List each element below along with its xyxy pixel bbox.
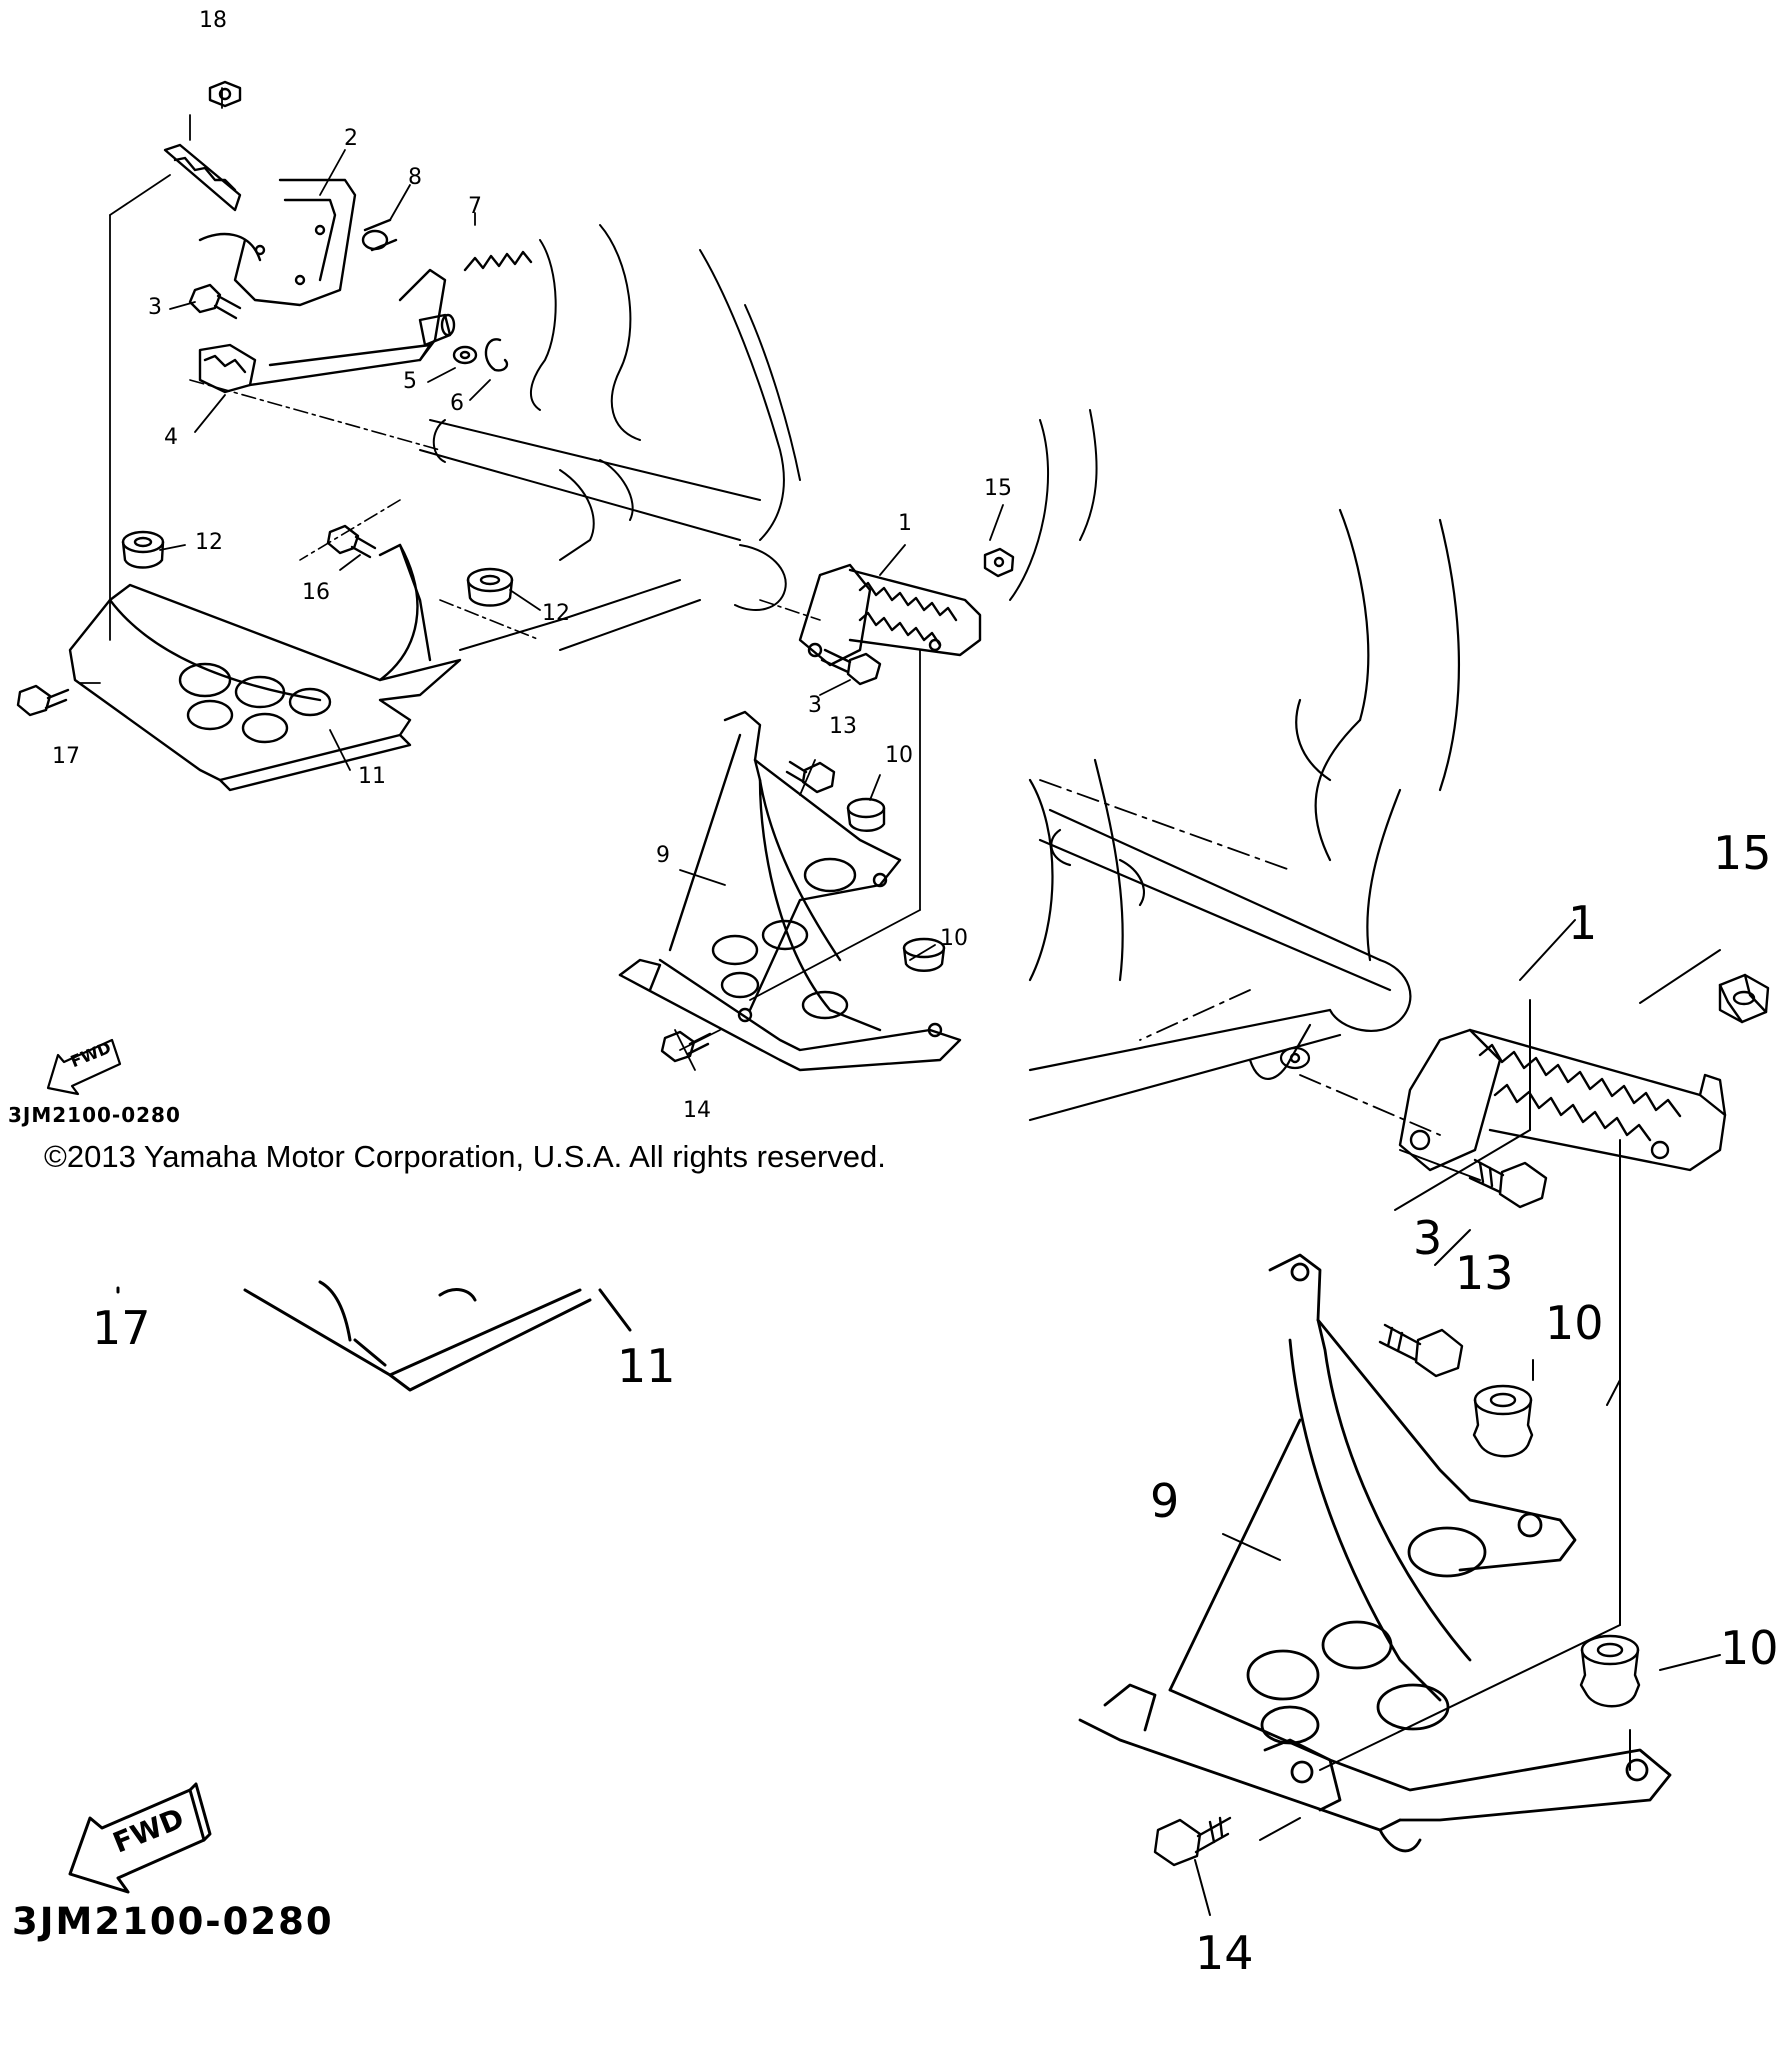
callout-9-overview: 9 (656, 843, 670, 868)
part-15-nut-zoom (1718, 973, 1770, 1024)
callout-12-overview-b: 12 (542, 601, 570, 626)
part-9-bracket-zoom (1078, 1253, 1672, 1853)
part-1-footpeg-zoom (1289, 1028, 1727, 1172)
part-14-bolt-zoom (1153, 1816, 1232, 1867)
part-10-grommet-zoom-a (1472, 1384, 1534, 1458)
callout-3-zoom: 3 (1413, 1211, 1443, 1265)
zoom-right-leaders (1194, 919, 1721, 1916)
callout-11-overview: 11 (358, 764, 386, 789)
callout-15-zoom: 15 (1713, 826, 1772, 880)
part-6-clip (484, 338, 509, 372)
callout-1-zoom: 1 (1568, 896, 1598, 950)
callout-14-overview: 14 (683, 1098, 711, 1123)
drawing-code-small: 3JM2100-0280 (8, 1103, 181, 1127)
part-12-grommet-a (121, 530, 165, 569)
part-15-nut-overview (983, 547, 1015, 578)
fwd-arrow-large-icon (68, 1782, 212, 1894)
callout-8: 8 (408, 165, 422, 190)
part-13-bolt-zoom (1378, 1323, 1464, 1378)
part-18-nut (208, 80, 242, 108)
part-3-bolt-zoom (1468, 1158, 1548, 1209)
zoom-left-fragment (116, 1280, 632, 1392)
callout-18: 18 (199, 8, 227, 33)
zoom-right-centre-lines (1039, 779, 1441, 1136)
part-3-bolt-a (188, 283, 242, 320)
part-5-washer (452, 345, 478, 365)
callout-2: 2 (344, 126, 358, 151)
overview-frame-sketch (419, 224, 1098, 651)
part-7-spring (463, 250, 533, 272)
fwd-arrow-small-icon (46, 1038, 122, 1096)
part-16-bolt (326, 524, 377, 559)
part-1-footpeg-overview (798, 563, 982, 667)
callout-3-overview-a: 3 (148, 295, 162, 320)
part-10-grommet-zoom-b (1579, 1634, 1641, 1708)
callout-11-zoom: 11 (617, 1339, 676, 1393)
callout-10-zoom-b: 10 (1720, 1621, 1779, 1675)
callout-7: 7 (468, 194, 482, 219)
part-4-footrest (198, 268, 447, 394)
zoom-right-frame-sketch (1028, 508, 1461, 1122)
callout-17-zoom: 17 (92, 1301, 151, 1355)
copyright-notice: ©2013 Yamaha Motor Corporation, U.S.A. A… (44, 1139, 886, 1174)
part-3-bolt-b (820, 648, 882, 686)
part-12-grommet-b (466, 567, 514, 607)
callout-13-overview: 13 (829, 714, 857, 739)
callout-10-overview-a: 10 (885, 743, 913, 768)
callout-15-overview: 15 (984, 476, 1012, 501)
part-14-bolt-overview (660, 1030, 712, 1063)
part-2-bracket (163, 143, 357, 307)
part-8-collar (361, 218, 398, 252)
part-11-guard-plate (68, 543, 462, 792)
callout-16: 16 (302, 580, 330, 605)
callout-3-overview-b: 3 (808, 693, 822, 718)
part-9-bracket-overview (618, 710, 962, 1072)
part-10-grommet-overview-b (902, 937, 946, 972)
callout-10-overview-b: 10 (940, 926, 968, 951)
part-10-grommet-overview-a (846, 797, 886, 832)
callout-1-overview: 1 (898, 511, 912, 536)
callout-14-zoom: 14 (1195, 1926, 1254, 1980)
part-13-bolt-overview (785, 760, 836, 794)
callout-12-overview-a: 12 (195, 530, 223, 555)
overview-leaders (79, 87, 1004, 1071)
callout-17-overview: 17 (52, 744, 80, 769)
drawing-code-large: 3JM2100-0280 (12, 1900, 334, 1943)
callout-10-zoom-a: 10 (1545, 1296, 1604, 1350)
part-17-bolt (16, 684, 70, 717)
overview-centre-lines (189, 379, 821, 641)
callout-4: 4 (164, 425, 178, 450)
callout-5: 5 (403, 369, 417, 394)
callout-6: 6 (450, 391, 464, 416)
part-pivot-collar (418, 313, 456, 347)
callout-13-zoom: 13 (1455, 1246, 1514, 1300)
callout-9-zoom: 9 (1150, 1474, 1180, 1528)
